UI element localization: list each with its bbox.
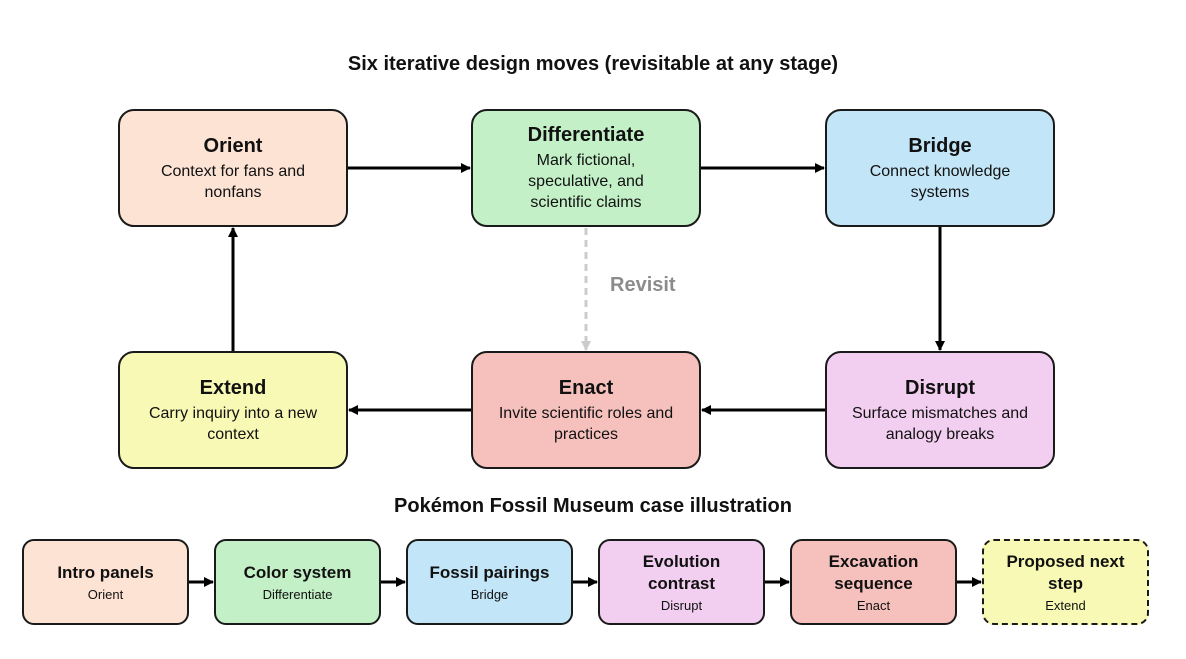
move-name: Extend xyxy=(199,376,267,399)
move-description: Mark fictional, speculative, and scienti… xyxy=(528,152,644,211)
move-name: Differentiate xyxy=(527,124,645,146)
case-step-name: Evolution contrast xyxy=(642,551,721,593)
case-step-name: Fossil pairings xyxy=(429,562,550,582)
case-step-name: Intro panels xyxy=(57,562,154,582)
case-step-intro-panels: Intro panels Orient xyxy=(22,539,189,625)
case-step-move: Differentiate xyxy=(262,586,333,602)
case-step-proposed-next-step: Proposed next step Extend xyxy=(982,539,1149,625)
move-box-differentiate: Differentiate Mark fictional, speculativ… xyxy=(471,109,701,227)
move-description: Context for fans and nonfans xyxy=(160,162,306,201)
move-box-enact: Enact Invite scientific roles and practi… xyxy=(471,351,701,469)
move-name: Bridge xyxy=(908,134,972,157)
case-step-move: Disrupt xyxy=(660,597,703,613)
move-box-bridge: Bridge Connect knowledge systems xyxy=(825,109,1055,227)
case-step-name: Color system xyxy=(243,562,352,582)
revisit-label: Revisit xyxy=(610,274,676,296)
case-step-move: Bridge xyxy=(470,586,509,602)
move-box-extend: Extend Carry inquiry into a new context xyxy=(118,351,348,469)
move-description: Carry inquiry into a new context xyxy=(148,404,318,443)
case-step-move: Extend xyxy=(1045,597,1086,613)
case-step-move: Enact xyxy=(856,597,891,613)
case-step-fossil-pairings: Fossil pairings Bridge xyxy=(406,539,573,625)
case-step-excavation-sequence: Excavation sequence Enact xyxy=(790,539,957,625)
move-name: Disrupt xyxy=(905,376,975,399)
move-box-disrupt: Disrupt Surface mismatches and analogy b… xyxy=(825,351,1055,469)
case-title: Pokémon Fossil Museum case illustration xyxy=(394,495,792,517)
case-step-move: Orient xyxy=(87,586,124,602)
case-step-name: Proposed next step xyxy=(1006,551,1125,593)
move-description: Invite scientific roles and practices xyxy=(498,404,674,443)
case-step-evolution-contrast: Evolution contrast Disrupt xyxy=(598,539,765,625)
move-description: Connect knowledge systems xyxy=(869,162,1011,201)
move-name: Enact xyxy=(558,376,614,399)
move-box-orient: Orient Context for fans and nonfans xyxy=(118,109,348,227)
diagram-title: Six iterative design moves (revisitable … xyxy=(347,53,839,75)
move-description: Surface mismatches and analogy breaks xyxy=(851,404,1029,443)
case-step-color-system: Color system Differentiate xyxy=(214,539,381,625)
case-step-name: Excavation sequence xyxy=(828,551,919,593)
move-name: Orient xyxy=(203,134,263,157)
